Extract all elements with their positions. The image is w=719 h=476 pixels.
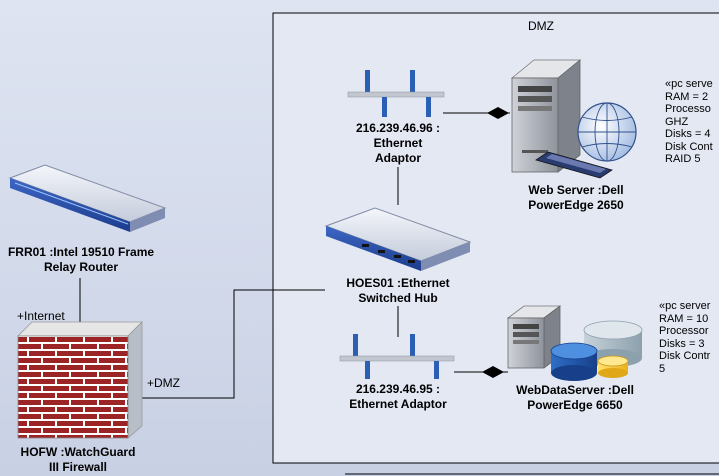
web-server-label: Web Server :Dell PowerEdge 2650 <box>528 183 624 212</box>
router-icon <box>8 164 167 232</box>
server-tower-icon-data <box>506 305 562 369</box>
webserver-link-diamond <box>487 107 509 119</box>
adaptor-top-label: 216.239.46.96 : Ethernet Adaptor <box>355 121 441 165</box>
dmz-connector-label: +DMZ <box>147 376 180 390</box>
internet-connector-label: +Internet <box>17 309 65 323</box>
firewall-hub-link <box>140 289 325 399</box>
web-data-server-label: WebDataServer :Dell PowerEdge 6650 <box>516 383 634 412</box>
ethernet-adaptor-icon-top <box>347 70 445 117</box>
web-server-note: «pc serve RAM = 2 Processo GHZ Disks = 4… <box>665 78 713 165</box>
globe-icon <box>577 102 637 162</box>
server-tower-icon-web <box>510 59 613 179</box>
frame-relay-router-label: FRR01 :Intel 19510 Frame Relay Router <box>7 245 155 274</box>
database-icon <box>550 320 643 381</box>
dmz-label: DMZ <box>528 19 554 33</box>
web-data-server-note: «pc server RAM = 10 Processor Disks = 3 … <box>659 300 711 375</box>
adaptor-bottom-label: 216.239.46.95 : Ethernet Adaptor <box>349 382 447 411</box>
firewall-label: HOFW :WatchGuard III Firewall <box>20 445 136 474</box>
ethernet-adaptor-icon-bottom <box>339 334 455 379</box>
dataserver-link-diamond <box>482 366 504 378</box>
hub-label: HOES01 :Ethernet Switched Hub <box>346 276 450 305</box>
hub-icon <box>324 207 472 271</box>
firewall-icon <box>17 321 143 439</box>
